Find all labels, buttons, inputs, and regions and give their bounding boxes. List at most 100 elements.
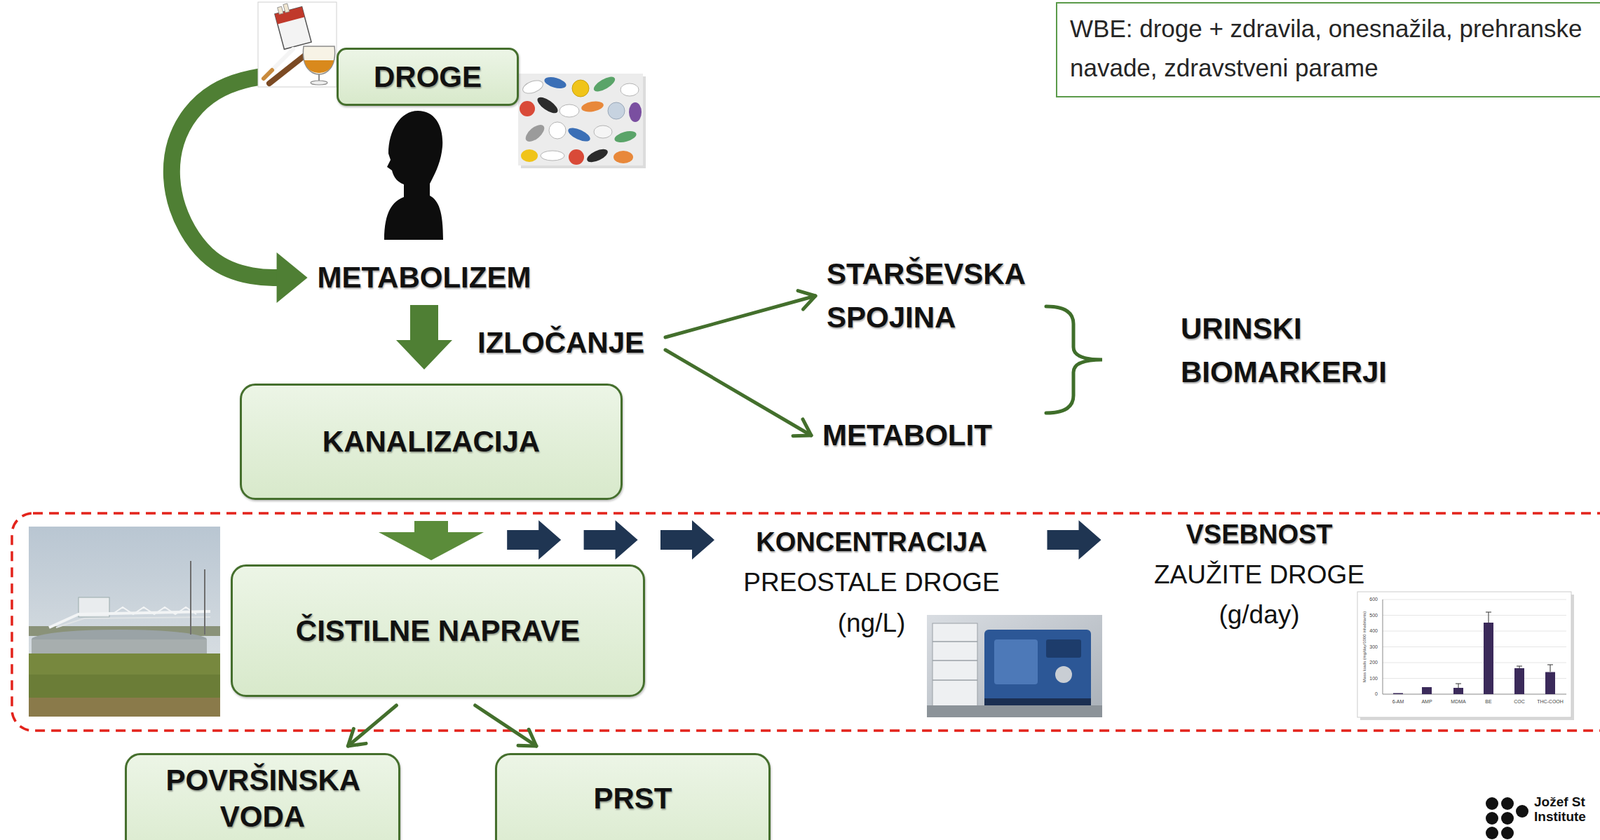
process-label: STARŠEVSKA SPOJINA [826,252,1025,340]
result-label: VSEBNOSTZAUŽITE DROGE (g/day) [1140,514,1379,635]
flow-arrow [665,349,812,437]
mass-spectrometer-photo [932,679,978,681]
pills-photo [568,149,585,165]
category-label: AMP [1421,699,1432,705]
mass-spectrometer-photo [1046,639,1082,658]
node-title: VSEBNOST [1140,514,1379,555]
node-title: METABOLIZEM [317,260,532,296]
flow-arrow [347,728,366,747]
flow-arrow [347,705,397,747]
mass-spectrometer-photo [932,659,978,662]
logo-text: Institute [1534,808,1586,825]
bar-chart [1393,693,1403,695]
node-title: DROGE [373,59,482,95]
result-label: KONCENTRACIJAPREOSTALE DROGE (ng/L) [734,521,1009,644]
flow-arrow [276,252,308,303]
tick-label: 400 [1369,628,1378,634]
process-box: PRST [495,753,771,840]
process-box: ČISTILNE NAPRAVE [230,564,646,697]
tick-label: 600 [1369,596,1378,603]
flow-arrow [665,349,812,436]
pills-photo [572,79,589,97]
tobacco-alcohol-icon [274,7,305,25]
tobacco-alcohol-icon [283,3,290,13]
category-label: BE [1485,699,1492,705]
pills-photo [534,94,561,117]
tobacco-alcohol-icon [263,70,273,79]
node-title: ČISTILNE NAPRAVE [295,613,580,649]
category-label: MDMA [1450,699,1466,705]
pills-photo [593,125,613,139]
pills-photo [520,149,538,162]
node-title: POVRŠINSKA VODA [165,762,359,836]
flow-arrow [797,290,816,310]
node-title: STARŠEVSKA SPOJINA [826,252,1025,340]
flow-arrow [792,419,812,437]
tick-label: 0 [1374,691,1378,697]
tick-label: 500 [1369,612,1378,619]
treatment-plant-photo [28,697,221,717]
pills-photo [613,129,639,145]
mass-spectrometer-photo [984,629,1091,706]
group-label: URINSKI BIOMARKERJI [1180,307,1387,395]
process-label: METABOLIT [822,417,993,453]
mass-spectrometer-photo [926,614,1103,718]
category-label: COC [1513,699,1525,705]
flow-arrow [396,304,453,370]
flow-arrow [660,520,715,560]
process-box: KANALIZACIJA [239,383,623,500]
logo-text: Jožef St [1534,793,1586,810]
pills-photo [519,100,535,117]
institute-logo [1485,797,1499,810]
pills-photo [628,102,642,122]
category-label: 6-AM [1392,699,1405,705]
process-label: METABOLIZEM [317,260,532,296]
pills-photo [591,73,618,94]
tobacco-alcohol-icon [302,46,335,75]
flow-arrow [665,290,816,338]
node-title: KANALIZACIJA [322,424,540,460]
pills-photo [566,124,593,144]
curly-bracket [1046,306,1103,413]
bar-chart [1382,678,1567,679]
node-title: IZLOČANJE [477,325,645,361]
flow-arrow [171,74,337,303]
bar-chart [1382,599,1567,601]
treatment-plant-photo [28,526,221,717]
process-label: IZLOČANJE [477,325,645,361]
flow-arrow [475,705,537,747]
bar-chart [1382,646,1567,648]
institute-logo [1501,826,1514,840]
person-silhouette [384,110,444,240]
pills-photo [580,99,605,113]
bar-chart [1357,591,1572,718]
tobacco-alcohol-icon [258,2,337,87]
treatment-plant-photo [31,639,207,654]
treatment-plant-photo [56,617,211,628]
bar-chart [1382,694,1567,695]
bar-chart [1514,668,1525,695]
node-title: WBE: droge + zdravila, onesnažila, prehr… [1069,9,1589,88]
pills-photo [540,150,565,161]
region-outline [11,513,1600,731]
flow-arrow [347,705,397,747]
treatment-plant-photo [49,611,211,628]
flow-arrow [665,295,816,338]
institute-logo [1501,797,1514,810]
mass-spectrometer-photo [932,623,978,708]
tobacco-alcohol-icon [258,0,337,87]
institute-logo [1515,804,1529,818]
flow-arrow [378,520,484,561]
institute-logo [1485,826,1499,840]
node-title: METABOLIT [822,417,993,453]
tobacco-alcohol-icon [272,0,312,50]
flow-arrow [584,520,639,560]
treatment-plant-photo [204,569,206,635]
mass-spectrometer-photo [932,640,978,643]
mass-spectrometer-photo [984,698,1091,706]
tick-label: 200 [1369,659,1378,666]
flow-arrow [518,729,537,747]
institute-logo [1485,797,1529,840]
bar-chart [1382,599,1384,695]
